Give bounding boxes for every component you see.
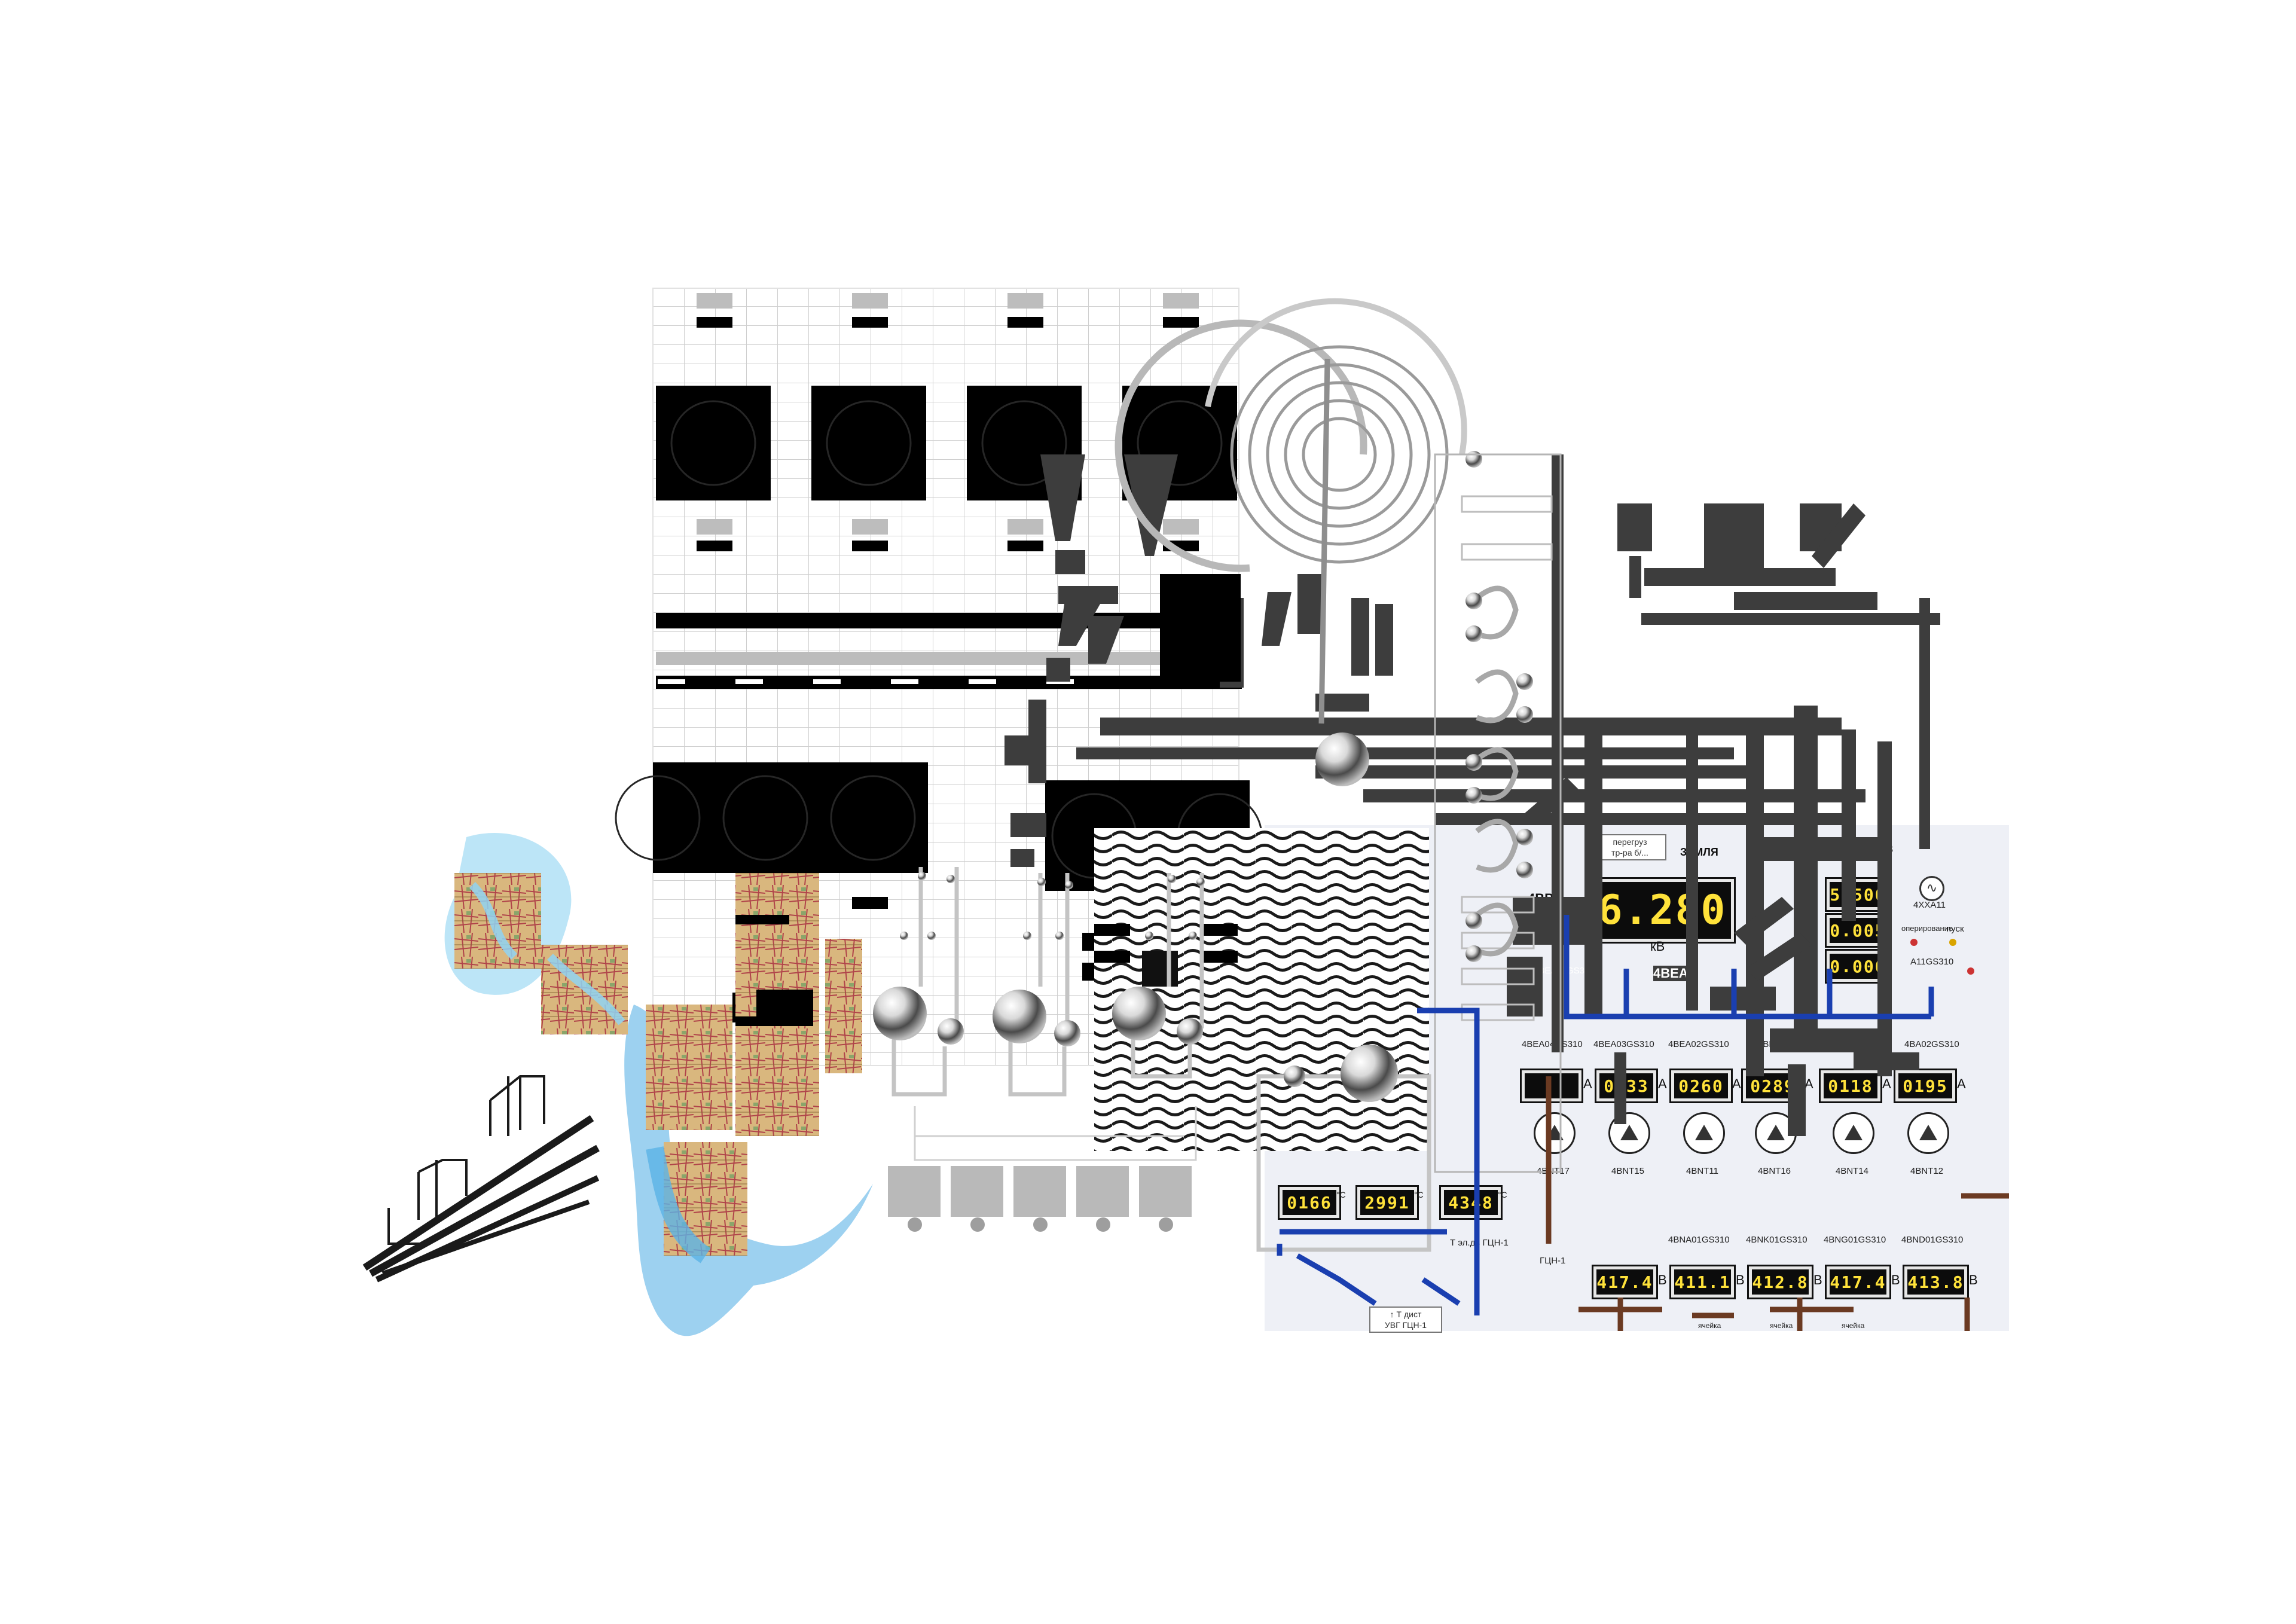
grey-blocks	[888, 1166, 1192, 1232]
perspective-sketch	[362, 1075, 600, 1283]
spiral-coil	[1115, 298, 1467, 724]
pipe-assembly	[1434, 453, 1562, 1173]
map-collage	[444, 832, 873, 1336]
circuit-network	[1004, 454, 1940, 1136]
central-block	[1160, 574, 1241, 682]
chrome-apparatus	[873, 867, 1431, 1252]
